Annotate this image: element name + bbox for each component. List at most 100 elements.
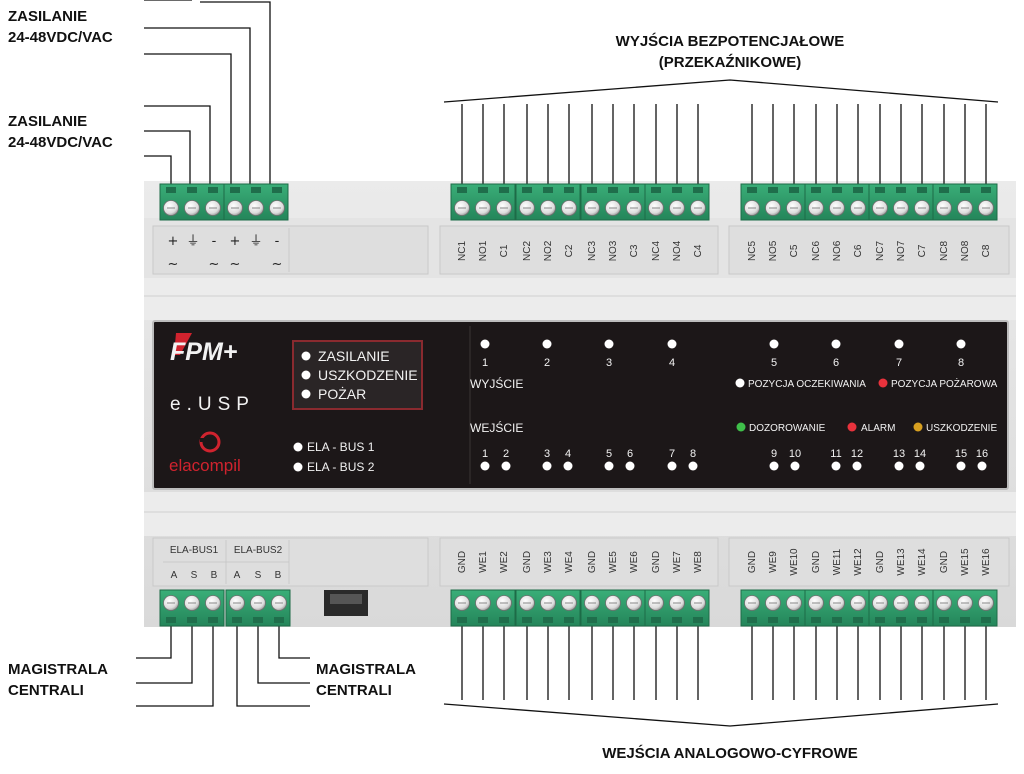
- legend-label: POZYCJA POŻAROWA: [891, 377, 998, 390]
- output-number: 6: [833, 357, 839, 369]
- bus-terminal-wire-entry: [166, 617, 176, 623]
- relay-terminal-label: NC7: [875, 241, 886, 261]
- relay-terminal-label: C3: [629, 244, 640, 257]
- power-supply-label-1: ZASILANIE 24-48VDC/VAC: [8, 6, 113, 48]
- bus-header-1: ELA-BUS1: [170, 545, 219, 556]
- input-number: 8: [690, 448, 696, 460]
- input-terminal-a-wire-entry: [564, 617, 574, 623]
- bus-label-right: MAGISTRALA CENTRALI: [316, 659, 416, 701]
- input-led: [501, 461, 511, 471]
- output-led: [604, 339, 614, 349]
- legend-led: [913, 422, 923, 432]
- relay-terminal-label: NC1: [457, 241, 468, 261]
- bus-pin-label: A: [171, 570, 178, 581]
- relay-terminal-b-block-0: [740, 183, 806, 221]
- relay-terminal-a-block-2: [580, 183, 646, 221]
- power-supply-label-2-line1: ZASILANIE: [8, 113, 88, 130]
- input-brace: [443, 703, 999, 727]
- brand-text: FPM+: [170, 338, 238, 366]
- input-terminal-a-wire-entry: [651, 617, 661, 623]
- relay-terminal-a-wire-entry: [693, 187, 703, 193]
- input-led: [688, 461, 698, 471]
- relay-terminal-a-wire-entry: [672, 187, 682, 193]
- input-number: 2: [503, 448, 509, 460]
- input-terminal-a-wire-entry: [522, 617, 532, 623]
- input-terminal-label: WE6: [629, 551, 640, 573]
- relay-terminal-b-block-1: [804, 183, 870, 221]
- status-led-label: ZASILANIE: [318, 348, 390, 364]
- output-led: [542, 339, 552, 349]
- front-panel: [152, 320, 1009, 490]
- bus-label-right-line1: MAGISTRALA: [316, 661, 416, 678]
- input-terminal-label: WE9: [768, 551, 779, 573]
- bus-label-left: MAGISTRALA CENTRALI: [8, 659, 108, 701]
- power-symbol-top: +: [230, 234, 241, 249]
- input-number: 16: [976, 448, 988, 460]
- power-terminal-block-1: [223, 183, 289, 221]
- housing-rail-top: [144, 278, 1016, 320]
- input-led: [852, 461, 862, 471]
- input-terminal-label: GND: [747, 551, 758, 573]
- relay-terminal-b-wire-entry: [747, 187, 757, 193]
- bus-wire-a2: [236, 624, 310, 707]
- input-number: 15: [955, 448, 967, 460]
- brand-logo: FPM+: [170, 333, 238, 366]
- relay-terminal-a-wire-entry: [587, 187, 597, 193]
- relay-terminal-label: C4: [693, 244, 704, 257]
- input-terminal-a-block-0: [450, 589, 516, 627]
- bus-led-label: ELA - BUS 2: [307, 460, 375, 474]
- power-supply-label-1-line2: 24-48VDC/VAC: [8, 29, 113, 46]
- power-supply-label-1-line1: ZASILANIE: [8, 8, 88, 25]
- legend-led: [735, 378, 745, 388]
- input-terminal-label: WE13: [896, 548, 907, 576]
- input-led: [604, 461, 614, 471]
- output-number: 5: [771, 357, 777, 369]
- housing-rail-bottom: [144, 492, 1016, 536]
- input-terminal-a-wire-entry: [478, 617, 488, 623]
- input-terminal-a-wire-entry: [457, 617, 467, 623]
- relay-terminal-label: NO4: [672, 240, 683, 261]
- input-number: 1: [482, 448, 488, 460]
- input-terminal-b-wire-entry: [960, 617, 970, 623]
- relay-terminal-label: C5: [789, 244, 800, 257]
- input-terminal-label: WE15: [960, 548, 971, 576]
- bus-pin-label: B: [275, 570, 282, 581]
- input-led: [894, 461, 904, 471]
- input-terminal-b-wire-entry: [832, 617, 842, 623]
- din-clip-slot: [330, 594, 362, 604]
- input-terminal-b-wire-entry: [853, 617, 863, 623]
- relay-outputs-label-line2: (PRZEKAŹNIKOWE): [658, 54, 802, 71]
- relay-terminal-label: C2: [564, 244, 575, 257]
- relay-terminal-b-wire-entry: [960, 187, 970, 193]
- relay-terminal-label: C1: [499, 244, 510, 257]
- bus-wire-s2: [257, 624, 310, 684]
- power-wire-7: [144, 155, 172, 184]
- relay-terminal-a-wire-entry: [564, 187, 574, 193]
- output-led: [480, 339, 490, 349]
- bus-terminal-wire-entry: [208, 617, 218, 623]
- power-wire-2: [200, 1, 271, 184]
- output-number: 7: [896, 357, 902, 369]
- relay-outputs-label-line1: WYJŚCIA BEZPOTENCJAŁOWE: [615, 33, 845, 50]
- relay-terminal-a-block-0: [450, 183, 516, 221]
- input-terminal-b-block-3: [932, 589, 998, 627]
- output-number: 1: [482, 357, 488, 369]
- relay-terminal-a-wire-entry: [522, 187, 532, 193]
- bus-terminal-wire-entry: [232, 617, 242, 623]
- output-led: [769, 339, 779, 349]
- relay-terminal-a-wire-entry: [629, 187, 639, 193]
- relay-terminal-label: NO1: [478, 240, 489, 261]
- input-led: [915, 461, 925, 471]
- input-led: [625, 461, 635, 471]
- power-symbol-top: -: [275, 234, 280, 249]
- input-label-plate-1: [439, 537, 719, 587]
- input-led: [542, 461, 552, 471]
- input-terminal-label: WE11: [832, 548, 843, 575]
- power-terminal-wire-entry: [187, 187, 197, 193]
- relay-terminal-label: NO7: [896, 240, 907, 261]
- bus-wire-b1: [136, 624, 214, 707]
- relay-terminal-label: NO3: [608, 240, 619, 261]
- status-led: [301, 370, 311, 380]
